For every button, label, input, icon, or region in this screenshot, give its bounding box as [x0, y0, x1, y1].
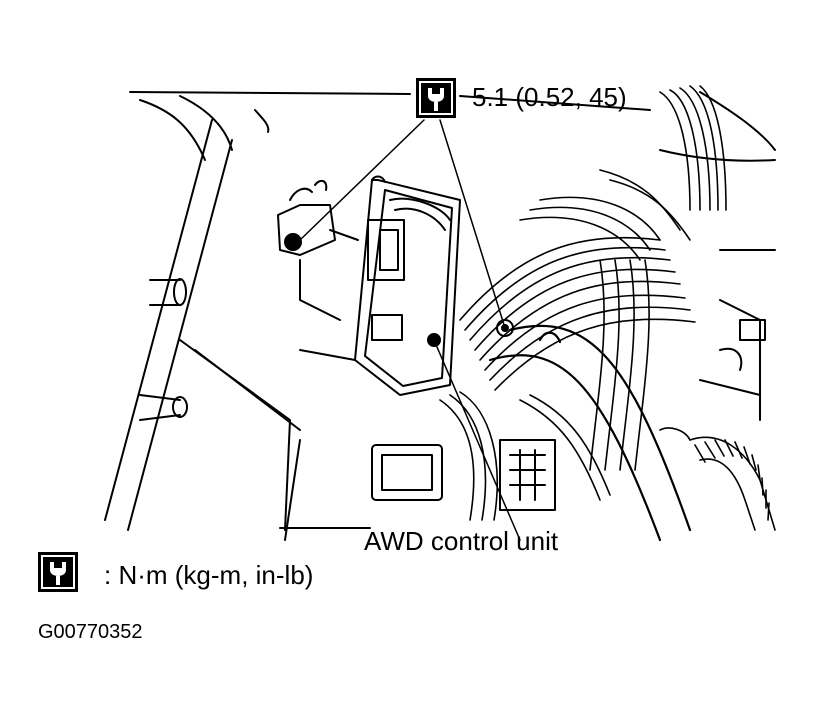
leader-lines — [299, 119, 521, 541]
corrugated-conduit — [659, 427, 776, 531]
left-panel — [104, 119, 301, 541]
left-pin — [139, 278, 188, 421]
control-unit-box — [299, 175, 461, 396]
torque-wrench-icon — [416, 78, 456, 118]
harness-connector — [371, 439, 556, 511]
torque-wrench-icon — [38, 552, 78, 592]
mounting-bracket — [277, 179, 341, 321]
right-structure — [699, 249, 776, 421]
torque-specification: 5.1 (0.52, 45) — [472, 82, 627, 112]
large-hose — [488, 324, 692, 542]
part-label-awd-control-unit: AWD control unit — [364, 526, 559, 556]
torque-units-legend: : N·m (kg-m, in-lb) — [104, 560, 314, 590]
figure-id: G00770352 — [38, 621, 143, 643]
harness-bolt — [496, 319, 514, 337]
